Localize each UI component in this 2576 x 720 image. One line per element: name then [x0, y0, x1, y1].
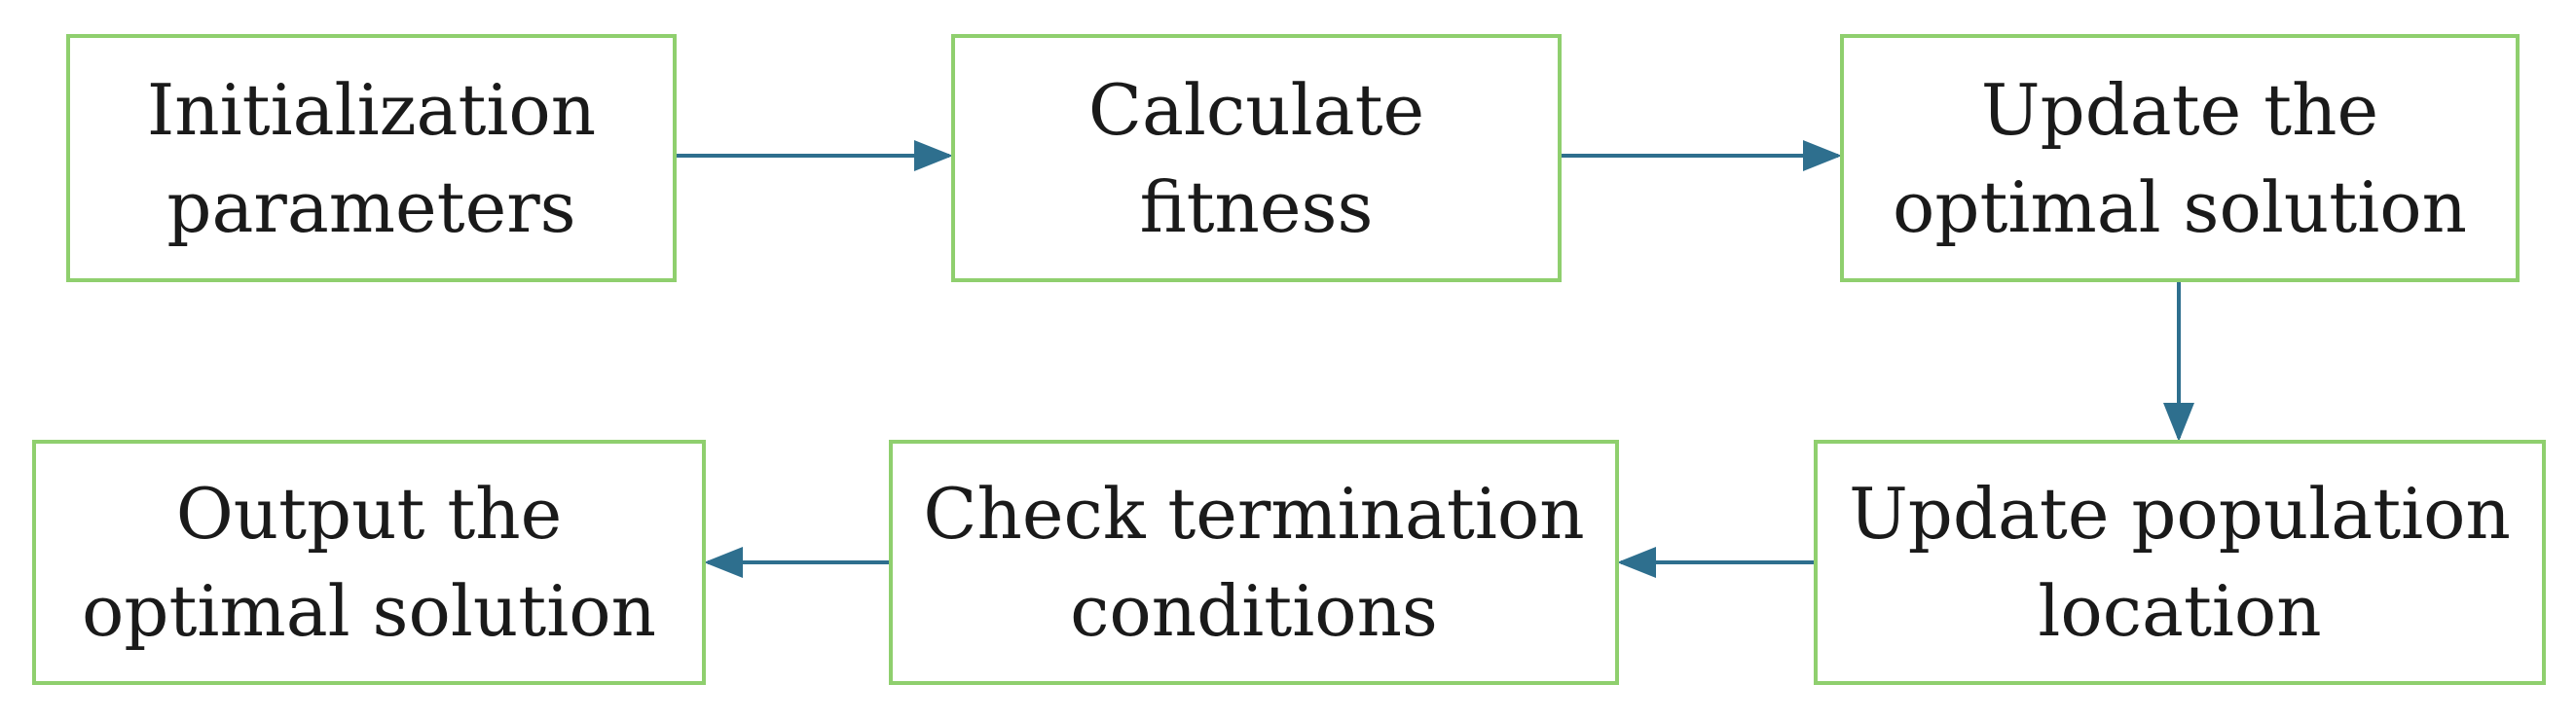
- node-text-line: Calculate: [1087, 68, 1425, 151]
- node-text-line: location: [2038, 570, 2322, 652]
- node-text-line: Output the: [175, 473, 563, 555]
- node-calculate-fitness: Calculate fitness: [951, 34, 1562, 282]
- node-check-termination-conditions: Check termination conditions: [889, 440, 1619, 685]
- node-text-line: Update population: [1849, 473, 2511, 555]
- node-update-population-location: Update population location: [1814, 440, 2546, 685]
- node-text-line: conditions: [1070, 570, 1438, 652]
- node-initialization-parameters: Initialization parameters: [66, 34, 677, 282]
- node-text-line: Update the: [1980, 68, 2379, 151]
- node-output-optimal-solution: Output the optimal solution: [32, 440, 706, 685]
- node-text-line: Check termination: [923, 473, 1585, 555]
- node-update-optimal-solution: Update the optimal solution: [1840, 34, 2520, 282]
- node-text-line: fitness: [1139, 165, 1374, 248]
- node-text-line: optimal solution: [82, 570, 656, 652]
- node-text-line: optimal solution: [1893, 165, 2467, 248]
- node-text-line: Initialization: [146, 68, 597, 151]
- node-text-line: parameters: [166, 165, 576, 248]
